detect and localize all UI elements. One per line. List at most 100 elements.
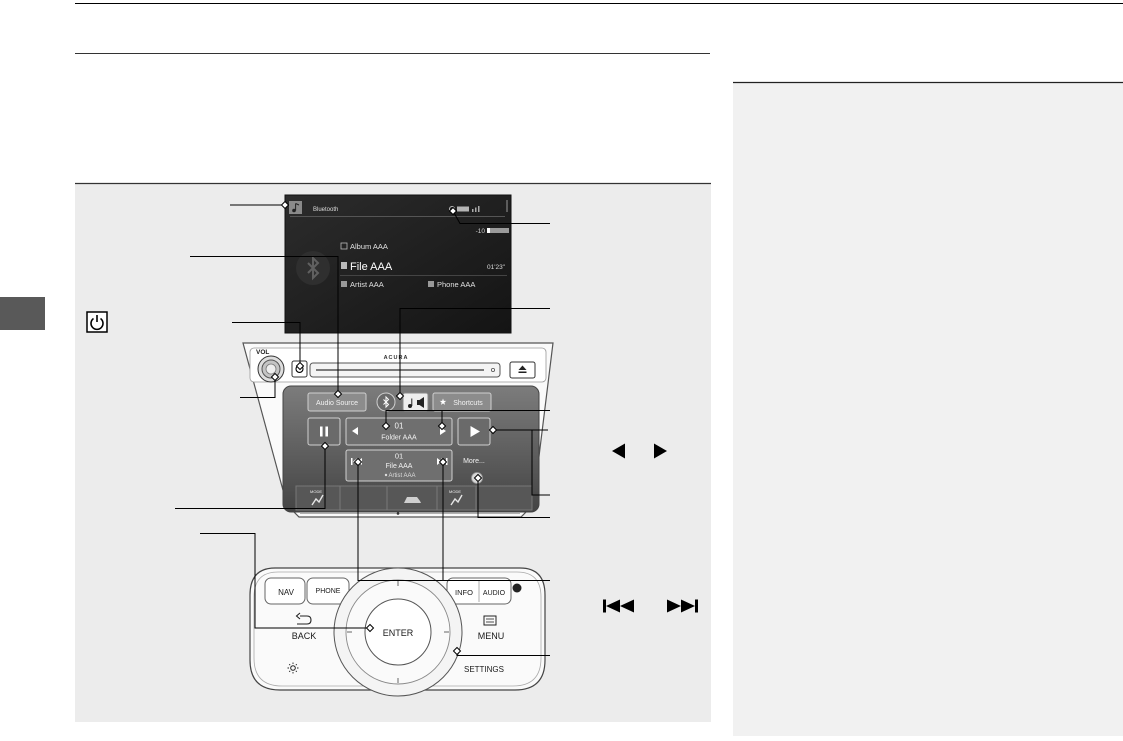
callout-marker: [452, 646, 462, 656]
callout-marker: [270, 372, 280, 382]
interface-controller: NAV PHONE INFO AUDIO ENTER BACK: [249, 567, 546, 697]
callout-marker: [295, 361, 305, 371]
callout-marker: [488, 425, 498, 435]
music-note-icon: [289, 201, 302, 214]
callout-power: [232, 322, 301, 366]
settings-label: SETTINGS: [464, 665, 504, 674]
callout-play: [493, 429, 550, 496]
audio-source-label: Audio Source: [316, 400, 358, 407]
callout-more: [477, 478, 550, 518]
audio-information-screen: Bluetooth -10 Album AAA File AAA 01'23" …: [284, 194, 512, 334]
sun-moon-icon: [287, 662, 307, 674]
star-icon: [439, 398, 447, 405]
power-dot-icon: [512, 583, 522, 593]
back-label: BACK: [292, 631, 317, 641]
folder-name: Folder AAA: [381, 435, 417, 442]
phone-label: PHONE: [316, 588, 341, 595]
album-icon: [340, 242, 348, 250]
folder-number: 01: [395, 422, 404, 431]
track-file: File AAA: [350, 261, 393, 273]
pause-button: [307, 417, 341, 446]
interface-dial: ENTER: [333, 567, 463, 697]
touchscreen: Audio Source Shortcuts: [282, 385, 540, 513]
album-name: Album AAA: [350, 242, 388, 251]
skip-back-icon: [603, 599, 634, 613]
pause-icon: [320, 426, 328, 437]
callout-status-icons: [452, 210, 550, 224]
back-arrow-icon: [295, 612, 312, 625]
brand-logo: ACURA: [384, 355, 409, 361]
mode-right-label: MODE: [449, 489, 461, 494]
mode-left-label: MODE: [310, 489, 322, 494]
left-triangle-icon: [352, 427, 358, 435]
menu-icon: [483, 615, 497, 626]
file-artist: Artist AAA: [388, 473, 415, 479]
mode-left-icon: [311, 494, 324, 506]
volume-bar: [487, 228, 509, 233]
callout-volume: [240, 377, 276, 398]
callout-marker: [437, 421, 447, 431]
phone-name: Phone AAA: [437, 280, 475, 289]
mode-right-icon: [450, 494, 463, 506]
callout-audio-source: [190, 256, 339, 394]
back-button: BACK: [292, 612, 317, 641]
play-icon: [470, 426, 480, 437]
nav-label: NAV: [278, 588, 295, 597]
shortcuts-label: Shortcuts: [453, 400, 483, 407]
audio-unit: VOL ACURA Audio Source: [242, 342, 554, 518]
enter-label: ENTER: [383, 628, 414, 638]
menu-label: MENU: [478, 631, 505, 641]
power-label-icon: [86, 311, 108, 333]
callout-pause: [175, 446, 326, 509]
callout-marker: [438, 457, 448, 467]
bottom-shortcut-strip: MODE MODE: [295, 485, 533, 511]
skip-legend: [603, 599, 698, 613]
sidebar-panel: [733, 81, 1123, 736]
chapter-tab: [0, 297, 45, 330]
file-number: 01: [395, 452, 403, 461]
callout-marker: [448, 206, 458, 216]
music-speaker-button: [402, 392, 429, 412]
audio-label: AUDIO: [483, 590, 506, 597]
nav-button: NAV: [264, 577, 306, 605]
bezel-dot: [396, 512, 400, 515]
phone-icon: [428, 281, 434, 287]
callout-marker: [320, 441, 330, 451]
menu-button: MENU: [478, 615, 505, 641]
callout-marker: [353, 457, 363, 467]
bluetooth-button: [376, 392, 396, 412]
artist-icon: [341, 281, 347, 287]
car-icon: [404, 497, 421, 503]
volume-level: -10: [476, 228, 486, 235]
callout-marker: [365, 623, 375, 633]
person-icon: [384, 473, 388, 477]
eject-button: [509, 361, 536, 379]
audio-source-button: Audio Source: [307, 392, 367, 412]
source-title: Bluetooth: [313, 207, 338, 213]
callout-lines: [175, 200, 550, 656]
volume-knob: [257, 355, 285, 383]
file-selector: 01 File AAA Artist AAA: [345, 449, 453, 482]
play-button: [457, 417, 491, 446]
bluetooth-icon: [383, 395, 390, 409]
callout-file-skip: [357, 462, 550, 581]
left-triangle-icon: [612, 443, 625, 459]
callout-marker: [280, 200, 290, 210]
folder-selector: 01 Folder AAA: [345, 417, 453, 446]
elapsed-time: 01'23": [487, 264, 506, 271]
vol-label: VOL: [256, 349, 269, 356]
info-audio-buttons: INFO AUDIO: [446, 577, 512, 605]
artist-name: Artist AAA: [350, 280, 384, 289]
callout-audio-menu: [399, 308, 550, 396]
callout-marker: [381, 421, 391, 431]
info-label: INFO: [455, 588, 473, 597]
callout-marker: [333, 389, 343, 399]
callout-marker: [395, 391, 405, 401]
callout-marker: [473, 473, 483, 483]
shortcuts-button: Shortcuts: [432, 392, 492, 412]
music-speaker-icon: [408, 397, 424, 408]
folder-arrow-legend: [612, 443, 667, 459]
callout-enter: [200, 533, 370, 629]
